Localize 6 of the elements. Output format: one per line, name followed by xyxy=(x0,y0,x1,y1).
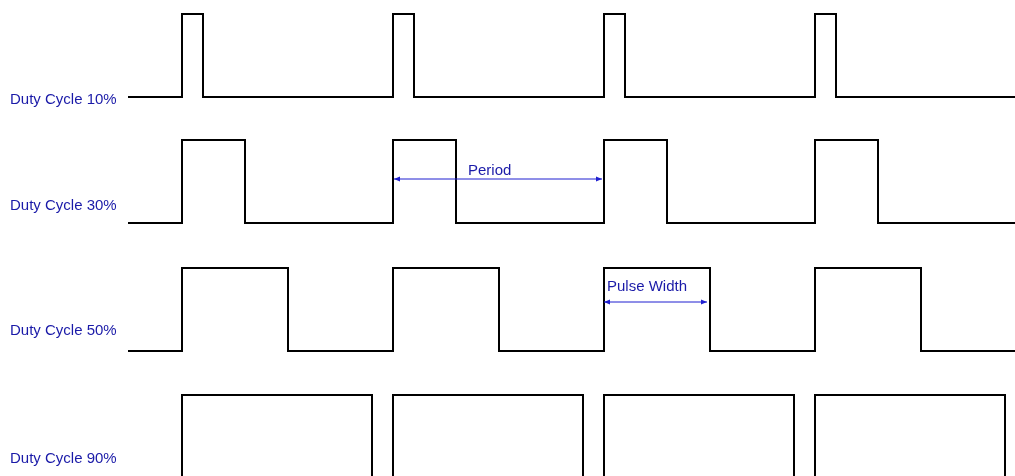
waveform-label: Duty Cycle 90% xyxy=(10,449,117,467)
waveform-label: Duty Cycle 30% xyxy=(10,196,117,214)
waveform-label: Period xyxy=(468,161,512,179)
waveform-label: Duty Cycle 10% xyxy=(10,90,117,108)
waveform-label: Duty Cycle 50% xyxy=(10,321,117,339)
waveform-label: Pulse Width xyxy=(607,277,688,295)
